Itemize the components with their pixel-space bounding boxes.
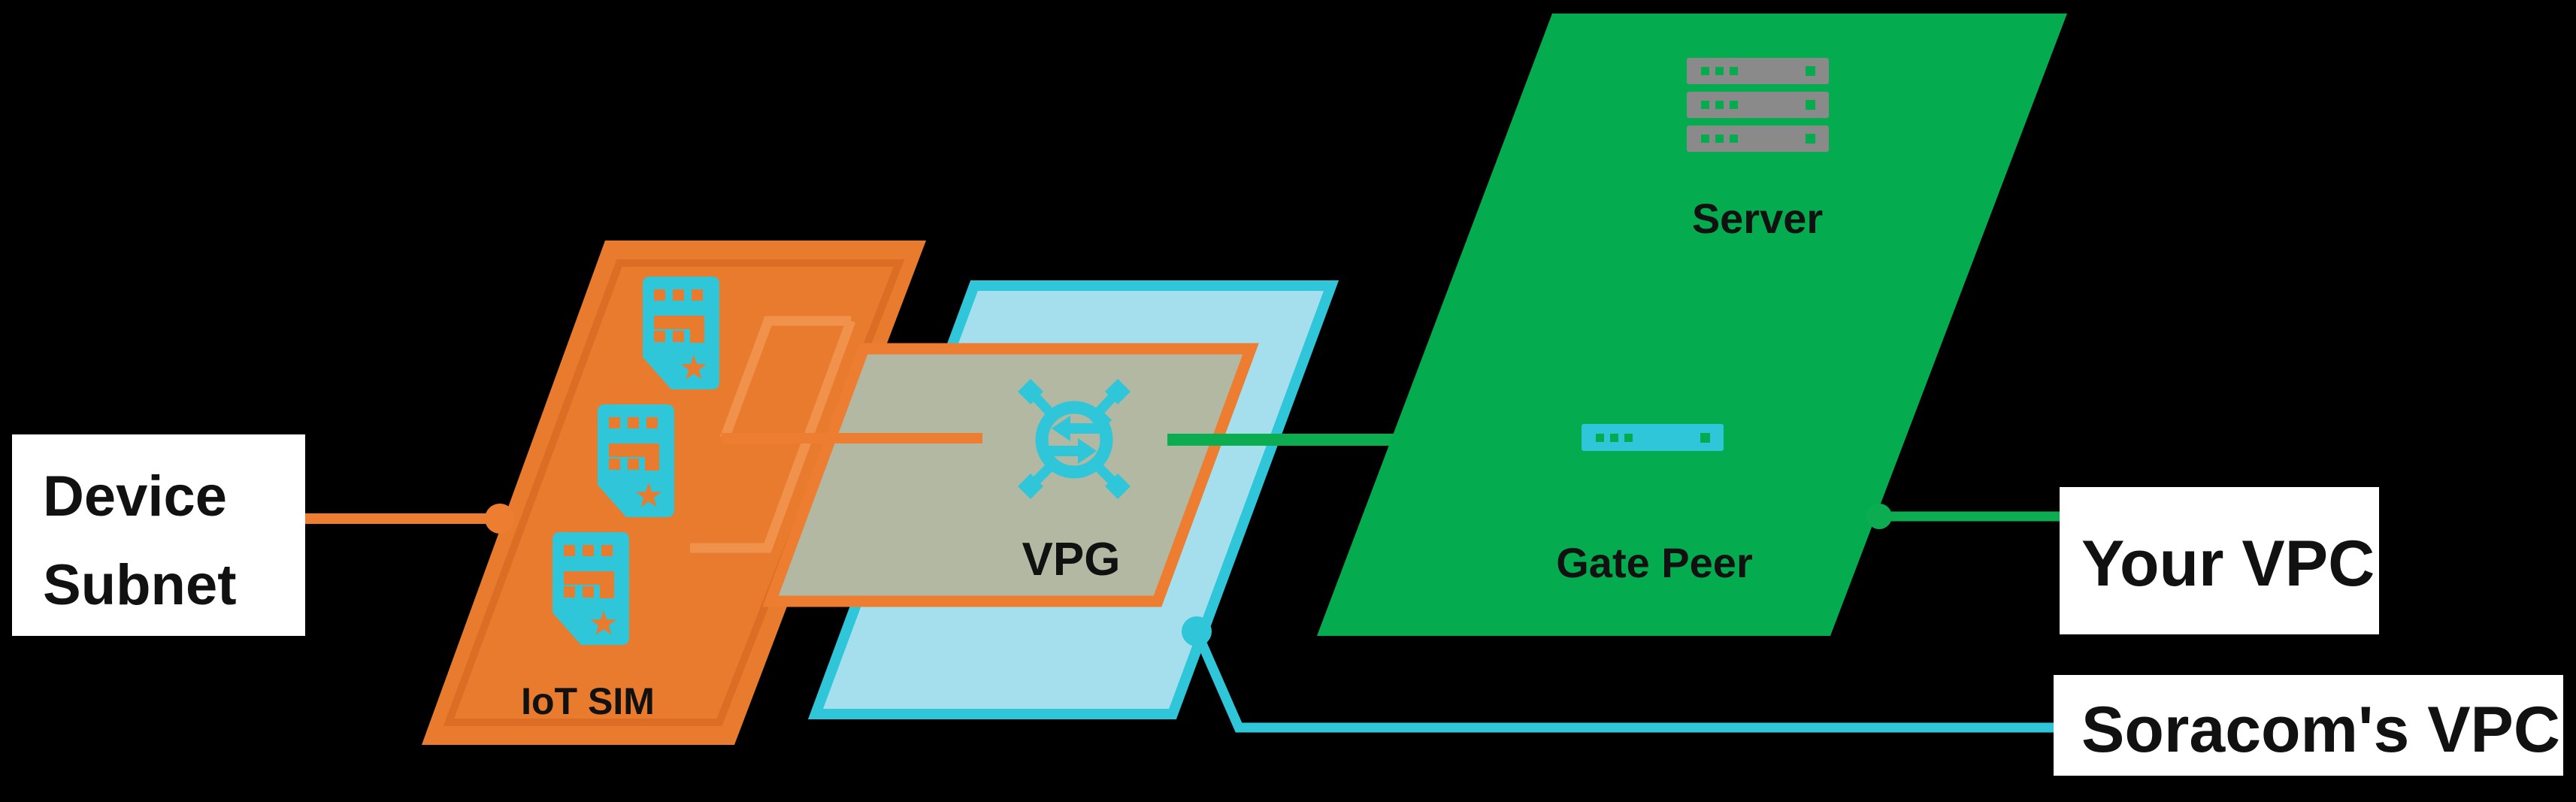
vpg-label: VPG — [1022, 534, 1121, 586]
device-subnet-label-box: Device Subnet — [12, 434, 305, 636]
iot-sim-panel-inset-outline — [443, 259, 905, 726]
your-vpc-label: Your VPC — [2081, 528, 2375, 600]
device-subnet-connector-line — [305, 504, 515, 534]
connection-node-cyan — [1182, 616, 1212, 646]
connection-node-orange — [485, 504, 515, 534]
vpg-gateway-icon — [1018, 379, 1131, 499]
circuit-trace-lines — [690, 316, 856, 553]
soracoms-vpc-label-box: Soracom's VPC — [2054, 675, 2563, 776]
cyan-connector-line — [1182, 616, 2060, 733]
server-rack-icon — [1687, 58, 1829, 152]
server-label: Server — [1692, 195, 1823, 242]
vpg-inner-panel — [762, 343, 1259, 607]
iot-sim-label: IoT SIM — [521, 680, 655, 722]
device-subnet-label-line1: Device — [43, 465, 227, 528]
device-subnet-label-line2: Subnet — [43, 553, 237, 617]
gate-peer-appliance-icon — [1582, 424, 1724, 451]
soracoms-vpc-label: Soracom's VPC — [2081, 694, 2560, 766]
gate-peer-label: Gate Peer — [1556, 539, 1753, 586]
your-vpc-panel — [1317, 14, 2067, 636]
your-vpc-label-box: Your VPC — [2060, 487, 2379, 634]
green-connector-line-right — [1866, 504, 2061, 529]
